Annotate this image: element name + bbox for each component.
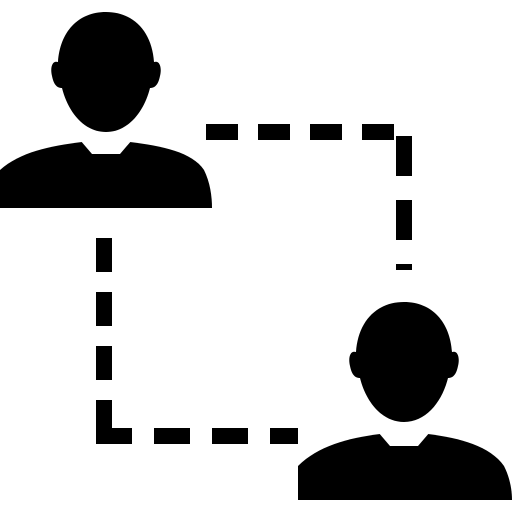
- person-top-left-head: [51, 12, 161, 132]
- person-bottom-right-icon: [298, 302, 512, 500]
- dashed-connection-icon: [96, 124, 412, 444]
- person-top-left-icon: [0, 12, 212, 208]
- person-bottom-right-collar: [378, 432, 430, 446]
- person-bottom-right-head: [349, 302, 459, 422]
- person-top-left-collar: [80, 140, 132, 154]
- person-bottom-right-tie: [392, 446, 416, 486]
- person-top-left-tie: [94, 154, 118, 194]
